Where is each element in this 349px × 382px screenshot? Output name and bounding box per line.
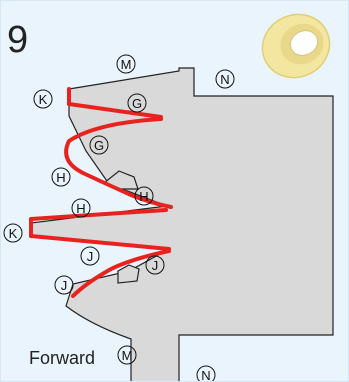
svg-text:J: J	[61, 278, 68, 293]
marker-m-top: M	[116, 54, 136, 74]
svg-text:M: M	[122, 348, 133, 363]
marker-g-top: G	[127, 93, 147, 113]
svg-text:G: G	[132, 96, 142, 111]
marker-h-mid: H	[71, 198, 91, 218]
tape-roll-icon	[261, 13, 331, 79]
svg-text:H: H	[139, 189, 148, 204]
marker-j-right: J	[145, 255, 165, 275]
marker-g-mid: G	[89, 135, 109, 155]
marker-n-bottom: N	[196, 365, 216, 382]
svg-text:N: N	[201, 368, 210, 382]
marker-h-right: H	[134, 186, 154, 206]
marker-j-low: J	[54, 275, 74, 295]
cut-line-top-edge	[67, 102, 163, 119]
cut-line-j	[71, 249, 171, 298]
svg-text:N: N	[220, 72, 229, 87]
cut-line-g	[64, 117, 173, 209]
svg-text:H: H	[76, 201, 85, 216]
svg-text:M: M	[121, 57, 132, 72]
svg-text:J: J	[87, 249, 94, 264]
marker-h-left: H	[51, 167, 71, 187]
svg-text:K: K	[9, 226, 18, 241]
svg-text:H: H	[56, 170, 65, 185]
tab-lower	[117, 264, 140, 284]
marker-n-top: N	[215, 69, 235, 89]
direction-label: Forward	[29, 348, 96, 368]
svg-text:J: J	[152, 258, 159, 273]
svg-text:K: K	[39, 92, 48, 107]
cut-lines	[29, 87, 173, 298]
marker-j-mid: J	[80, 246, 100, 266]
cut-line-h	[29, 208, 168, 238]
svg-text:G: G	[94, 138, 104, 153]
piece-shape	[30, 67, 334, 381]
step-number: 9	[7, 19, 29, 61]
cut-line-j-top	[29, 234, 171, 251]
marker-k-top: K	[33, 89, 53, 109]
marker-m-bottom: M	[117, 345, 137, 365]
marker-k-left: K	[3, 223, 23, 243]
